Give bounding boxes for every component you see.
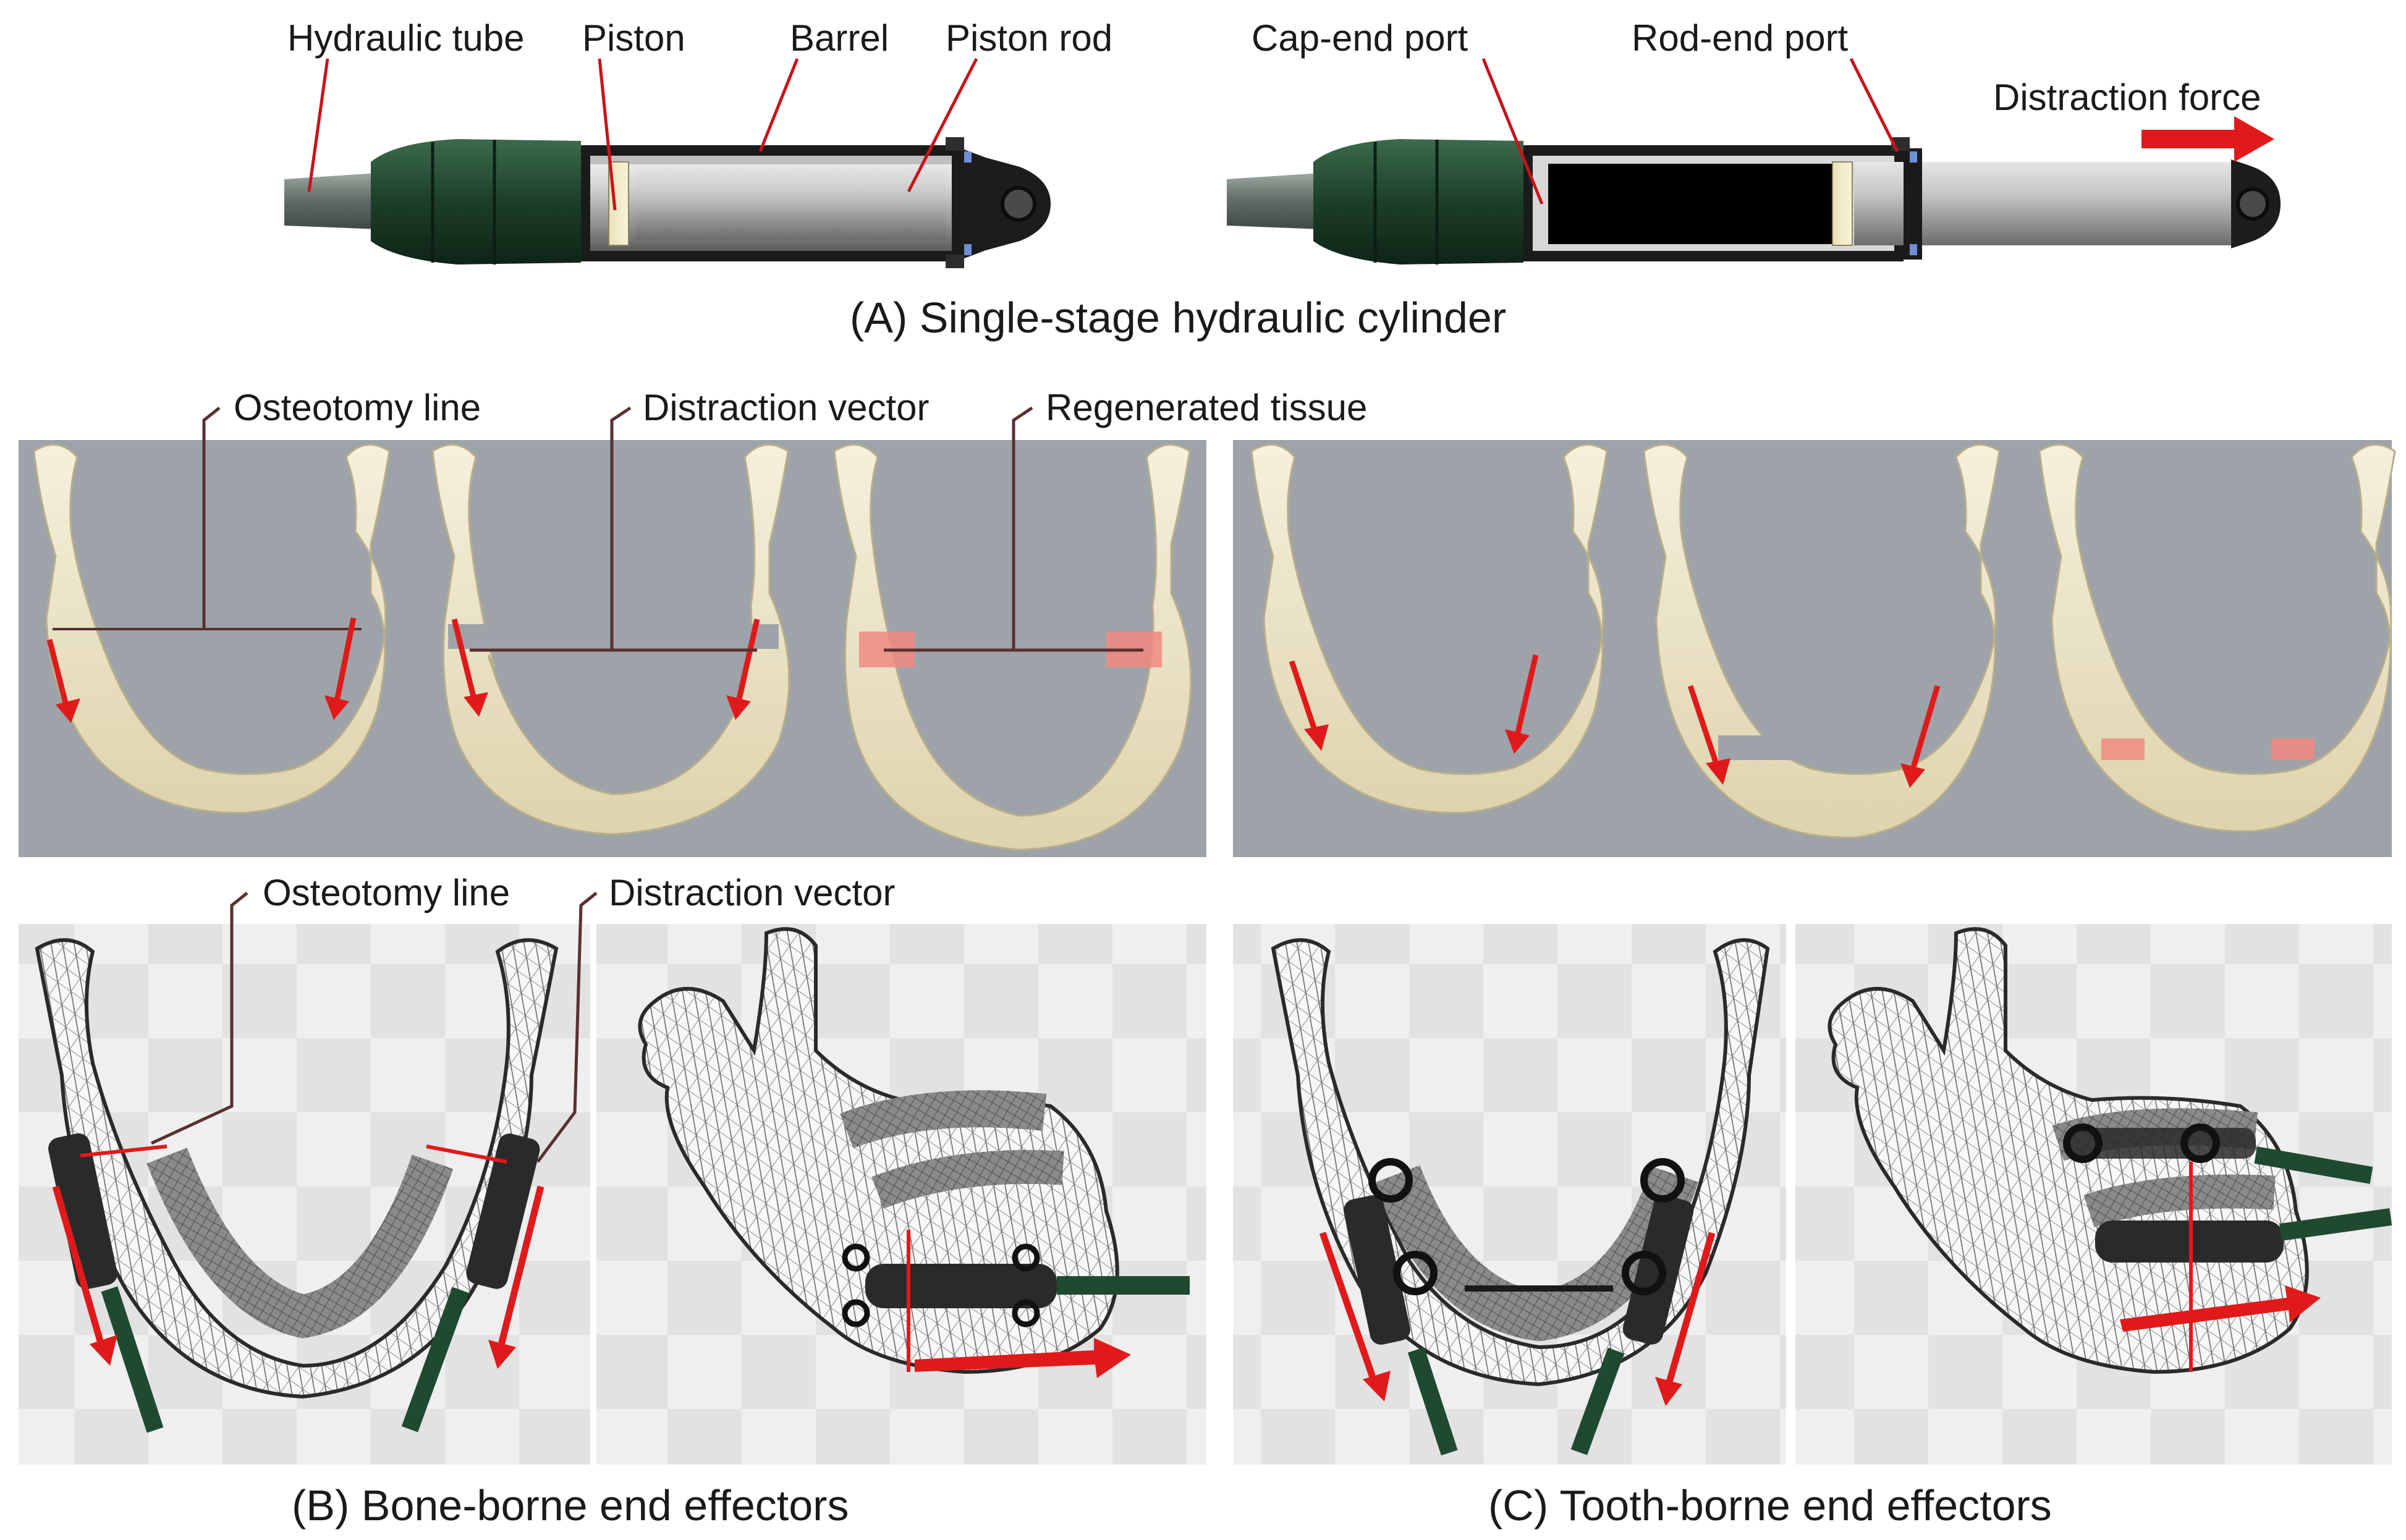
mesh-mandible-b1 xyxy=(35,938,559,1433)
cylinder-extended xyxy=(1227,137,2281,264)
mandible-left-1 xyxy=(33,444,391,814)
label-distraction-force: Distraction force xyxy=(1993,77,2261,118)
label-distraction-vector-top: Distraction vector xyxy=(643,387,929,428)
label-barrel: Barrel xyxy=(790,17,889,59)
cylinder-retracted xyxy=(284,137,1051,268)
label-hydraulic-tube: Hydraulic tube xyxy=(287,17,525,59)
leader-distraction-vector-top xyxy=(610,406,632,650)
bone-borne-device-left xyxy=(48,1133,164,1433)
mandible-right-2 xyxy=(1643,444,2001,839)
label-distraction-vector-bottom: Distraction vector xyxy=(609,872,895,913)
mesh-mandible-c1 xyxy=(1271,938,1770,1456)
leader-osteotomy-line-bottom xyxy=(150,892,248,1145)
caption-panel-a: (A) Single-stage hydraulic cylinder xyxy=(850,294,1506,342)
distraction-arrows-right-panel xyxy=(1289,654,1941,788)
caption-panel-b: (B) Bone-borne end effectors xyxy=(292,1481,849,1529)
leader-distraction-vector-bottom xyxy=(536,892,598,1163)
tooth-borne-device-left xyxy=(1344,1158,1458,1456)
leader-osteotomy-line-top xyxy=(202,407,221,629)
green-nozzle-2 xyxy=(1313,139,1523,264)
hydraulic-tube-2 xyxy=(1227,172,1338,230)
mesh-mandible-c2 xyxy=(1828,927,2392,1374)
piston-2 xyxy=(1832,161,1853,246)
leader-barrel xyxy=(758,58,799,152)
leader-piston-rod xyxy=(907,57,978,193)
middle-row: Osteotomy line Distraction vector Regene… xyxy=(19,387,2396,857)
leader-regenerated-tissue xyxy=(1012,406,1033,650)
mesh-mandible-b2 xyxy=(638,927,1190,1378)
green-nozzle xyxy=(371,139,581,264)
label-osteotomy-line-top: Osteotomy line xyxy=(234,387,481,428)
bone-borne-device-right xyxy=(401,1133,540,1432)
piston-rod xyxy=(637,167,946,240)
mandible-right-1 xyxy=(1250,444,1608,814)
mandible-right-3 xyxy=(2038,444,2396,832)
distraction-arrows-left-panel xyxy=(46,617,760,723)
bone-borne-device-side xyxy=(842,1243,1190,1327)
label-piston: Piston xyxy=(582,17,685,59)
label-regenerated-tissue: Regenerated tissue xyxy=(1046,387,1367,428)
leader-hydraulic-tube xyxy=(307,58,329,192)
pressurized-chamber xyxy=(1548,164,1832,244)
tooth-borne-device-side-upper xyxy=(2063,1123,2373,1184)
regenerated-tissue-right-panel-left xyxy=(2101,738,2145,760)
hydraulic-tube xyxy=(284,172,396,230)
regenerated-tissue-right-panel-right xyxy=(2271,738,2315,760)
caption-panel-c: (C) Tooth-borne end effectors xyxy=(1488,1481,2052,1529)
leader-rod-end-port xyxy=(1849,57,1899,153)
panel-a: Hydraulic tube Piston Barrel Piston rod … xyxy=(284,17,2281,342)
leader-cap-end-port xyxy=(1481,58,1544,205)
leader-piston xyxy=(598,58,617,211)
label-rod-end-port: Rod-end port xyxy=(1632,17,1849,59)
tooth-borne-device-right xyxy=(1570,1158,1694,1455)
label-osteotomy-line-bottom: Osteotomy line xyxy=(263,872,510,913)
bottom-row: Osteotomy line Distraction vector (B) Bo… xyxy=(19,872,2392,1529)
label-cap-end-port: Cap-end port xyxy=(1252,17,1468,59)
label-piston-rod: Piston rod xyxy=(946,17,1112,59)
distraction-force-arrow xyxy=(2141,116,2274,162)
